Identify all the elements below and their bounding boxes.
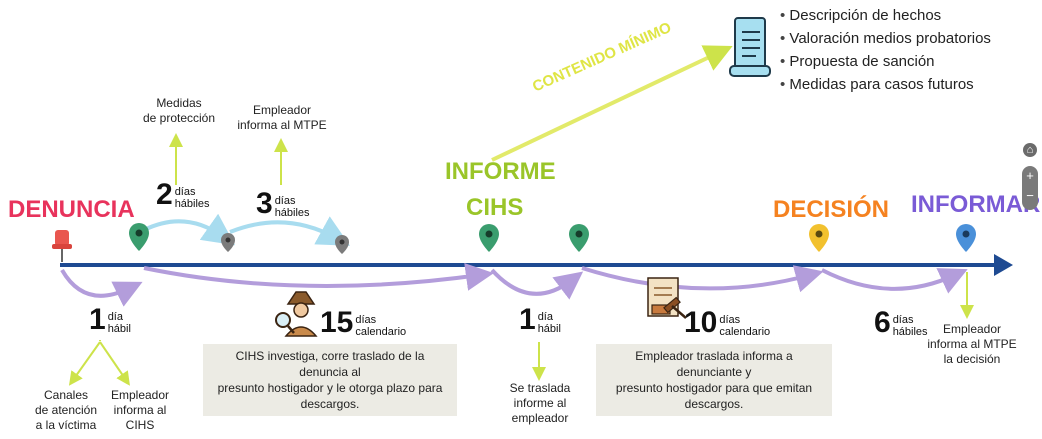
stage-decision: DECISIÓN: [773, 196, 890, 223]
arrow-canales: [68, 341, 101, 386]
duration-15-dias: 15 días calendario: [320, 306, 407, 339]
duration-number: 15: [320, 306, 354, 339]
home-icon[interactable]: ⌂: [1023, 143, 1037, 157]
duration-1-dia-a: 1 día hábil: [89, 303, 131, 336]
duration-unit: días calendario: [355, 314, 407, 338]
arrow-empleador-cihs: [99, 341, 130, 386]
duration-10-dias: 10 días calendario: [684, 306, 771, 339]
map-pin-icon: [335, 235, 349, 254]
duration-6-dias: 6 días hábiles: [874, 306, 928, 339]
arc-1-dia-b: [490, 268, 584, 300]
gavel-document-icon: [647, 277, 687, 319]
arrow-contenido-minimo: [491, 45, 733, 162]
note-empleador-informa-decision: Empleador informa al MTPE la decisión: [927, 322, 1017, 366]
duration-2-dias: 2 días hábiles: [156, 178, 210, 211]
box-empleador-traslada: Empleador traslada informa a denunciante…: [596, 344, 832, 416]
arc-6-dias: [821, 268, 968, 294]
map-pin-icon: [956, 224, 976, 252]
duration-unit: días calendario: [719, 314, 771, 338]
contenido-item: Valoración medios probatorios: [780, 27, 991, 50]
detective-icon: [275, 291, 318, 337]
contenido-item: Propuesta de sanción: [780, 50, 991, 73]
arc-15-dias: [143, 263, 494, 291]
duration-number: 6: [874, 306, 891, 339]
duration-number: 3: [256, 187, 273, 220]
arc-10-dias: [581, 265, 824, 293]
duration-number: 1: [519, 303, 536, 336]
contenido-item: Descripción de hechos: [780, 4, 991, 27]
scroll-document-icon: [729, 17, 771, 77]
stage-denuncia: DENUNCIA: [8, 196, 135, 223]
duration-number: 1: [89, 303, 106, 336]
box-cihs-investiga: CIHS investiga, corre traslado de la den…: [203, 344, 457, 416]
duration-number: 10: [684, 306, 718, 339]
contenido-item: Medidas para casos futuros: [780, 73, 991, 96]
contenido-minimo-list: Descripción de hechos Valoración medios …: [780, 4, 991, 96]
zoom-controls: + −: [1022, 166, 1038, 210]
map-pin-icon: [479, 224, 499, 252]
note-se-traslada: Se traslada informe al empleador: [509, 381, 571, 425]
duration-unit: días hábiles: [174, 186, 210, 210]
stage-informe-line2: CIHS: [466, 194, 524, 221]
note-empleador-mtpe: Empleador informa al MTPE: [237, 103, 327, 132]
note-empleador-informa-cihs: Empleador informa al CIHS: [110, 388, 170, 432]
map-pin-icon: [569, 224, 589, 252]
duration-unit: días hábiles: [274, 195, 310, 219]
pushpin-icon: [52, 230, 72, 262]
duration-unit: día hábil: [537, 311, 561, 335]
map-pin-icon: [221, 233, 235, 252]
map-pin-icon: [809, 224, 829, 252]
timeline-arrowhead: [994, 254, 1013, 276]
arc-2-dias: [143, 213, 236, 246]
zoom-out-icon[interactable]: −: [1026, 188, 1034, 203]
duration-3-dias: 3 días hábiles: [256, 187, 310, 220]
stage-informe-line1: INFORME: [445, 158, 556, 185]
map-pin-icon: [129, 223, 149, 251]
zoom-in-icon[interactable]: +: [1026, 168, 1034, 183]
duration-unit: días hábiles: [892, 314, 928, 338]
duration-1-dia-b: 1 día hábil: [519, 303, 561, 336]
note-canales-atencion: Canales de atención a la víctima: [34, 388, 98, 432]
arc-1-dia-a: [60, 268, 143, 307]
note-medidas-proteccion: Medidas de protección: [142, 96, 216, 125]
duration-number: 2: [156, 178, 173, 211]
arc-3-dias: [229, 216, 351, 246]
stage-informar: INFORMAR: [911, 191, 1041, 218]
duration-unit: día hábil: [107, 311, 131, 335]
